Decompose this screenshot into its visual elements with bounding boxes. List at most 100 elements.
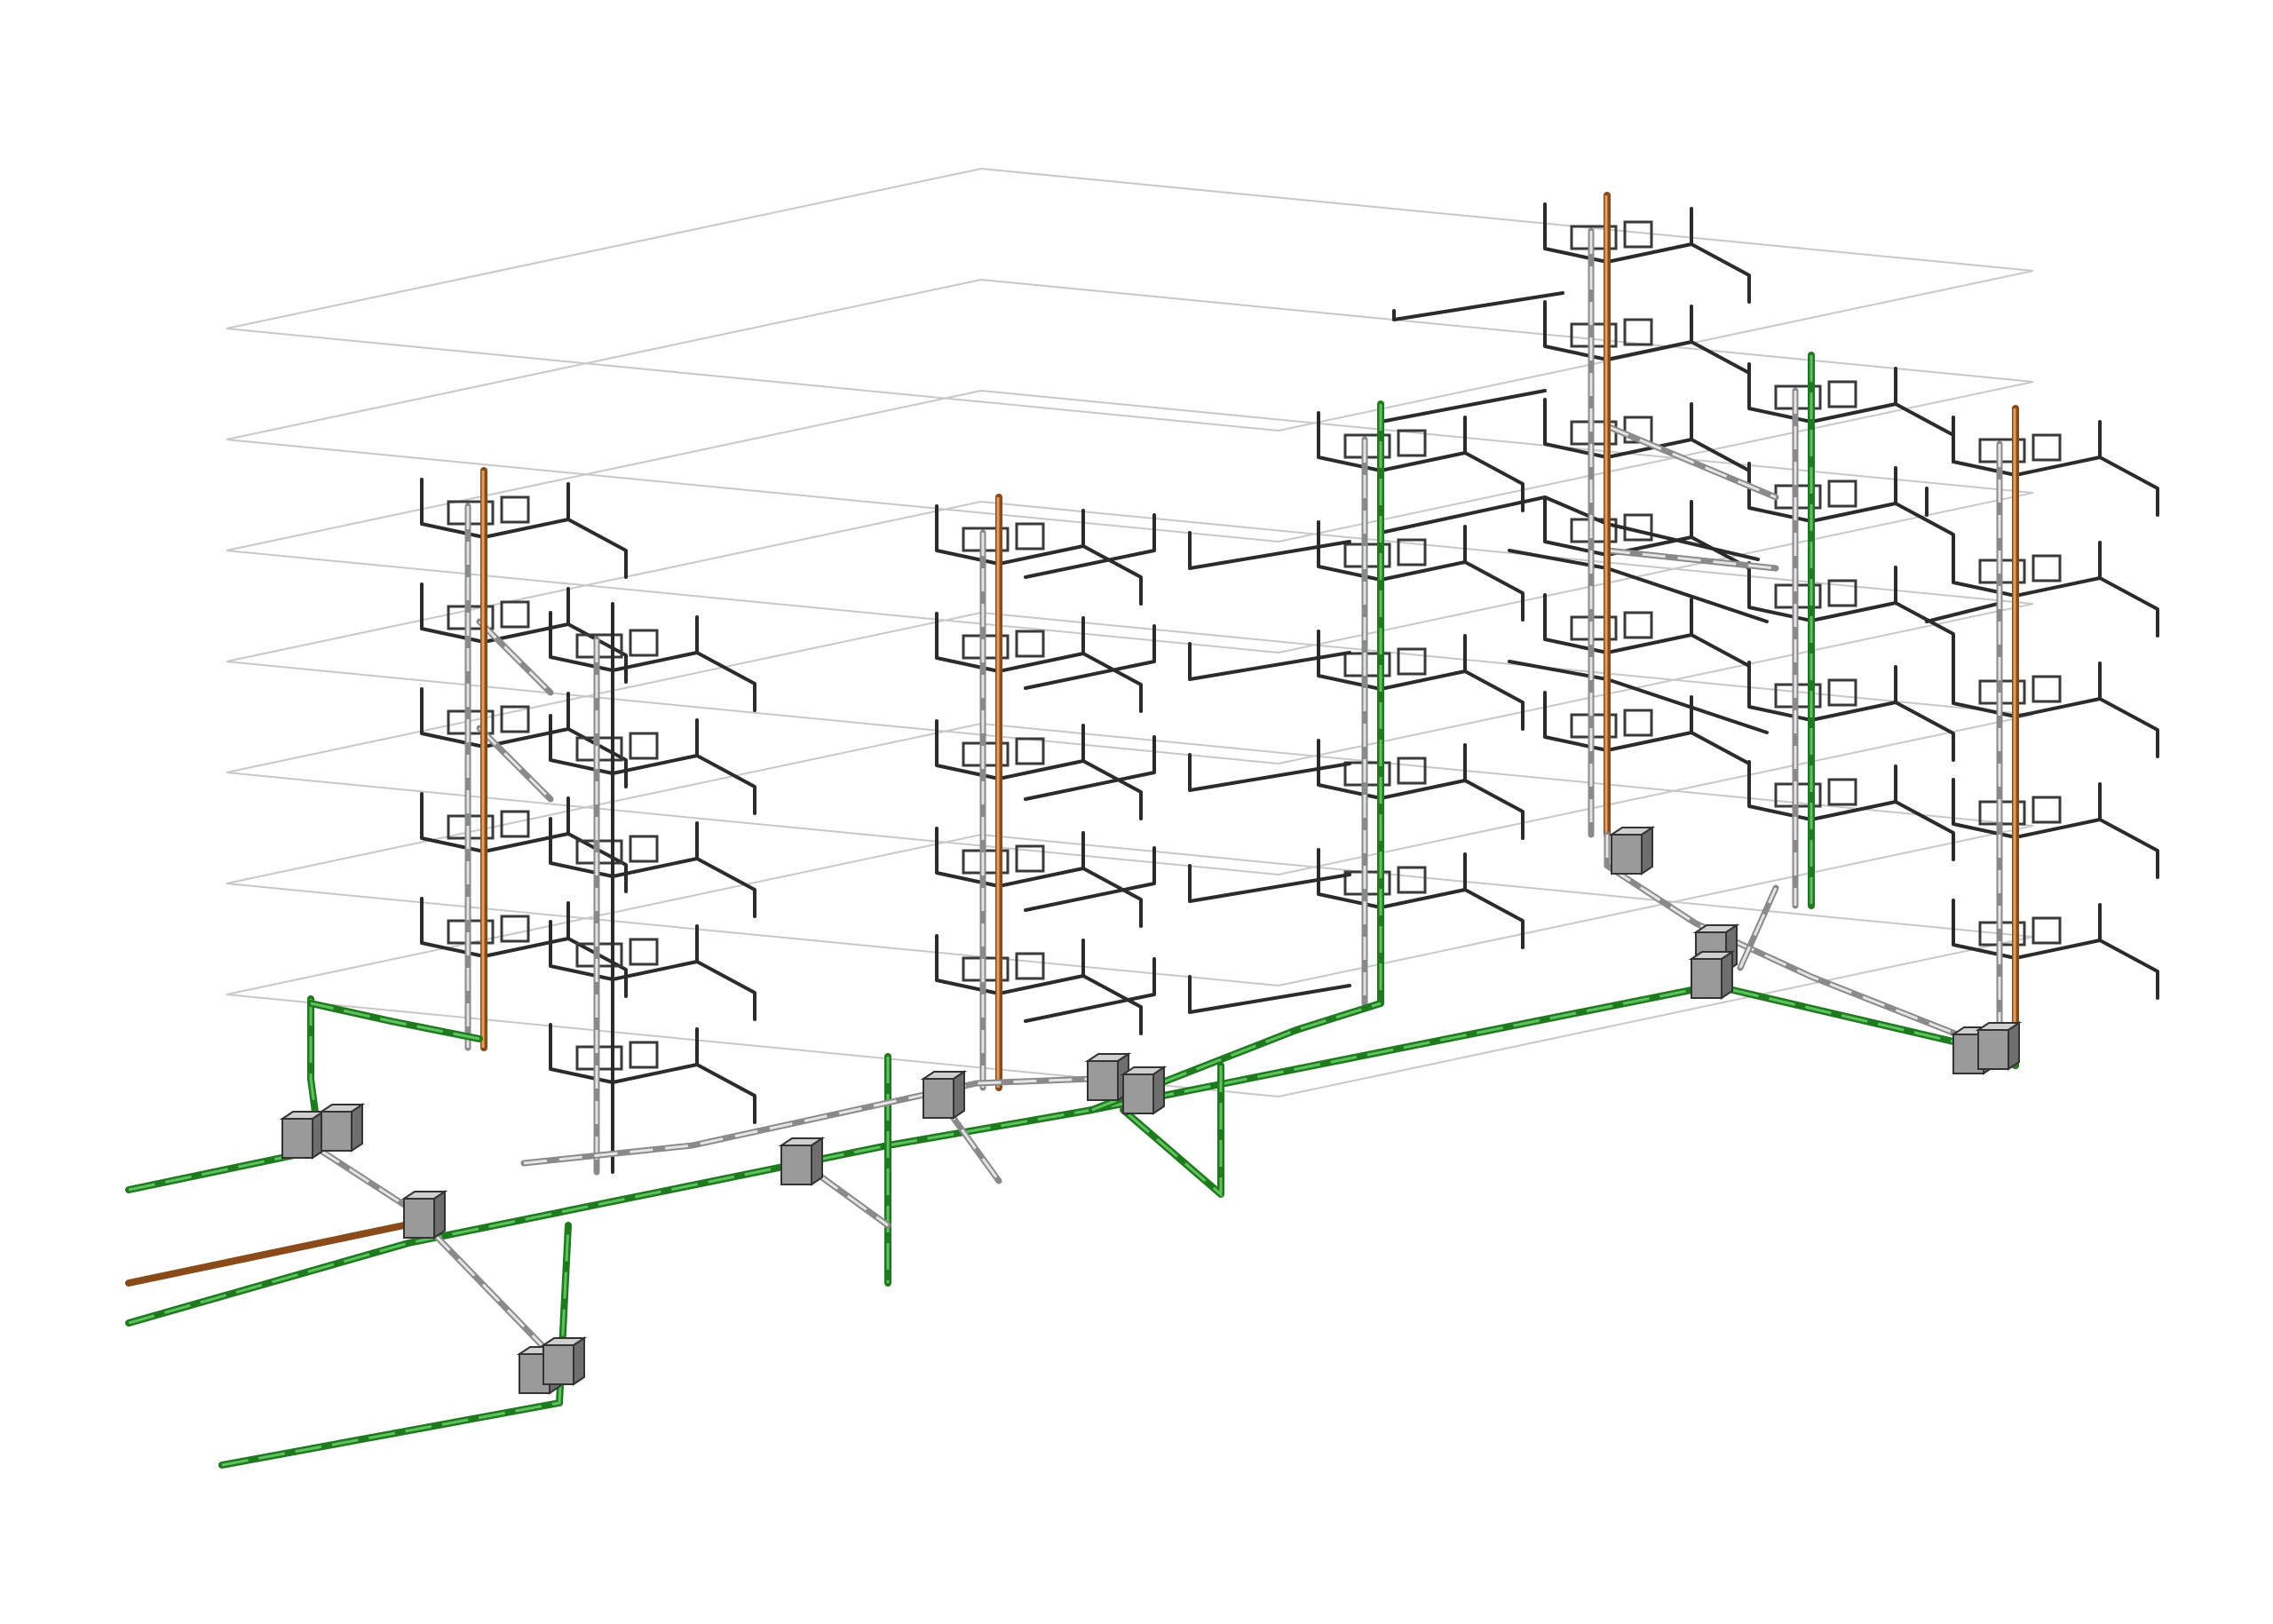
fixture-branches xyxy=(420,202,2159,1124)
box-front-face xyxy=(1122,1073,1154,1114)
branch-drop xyxy=(1081,759,1143,820)
vent-branch-highlight xyxy=(1606,549,1777,570)
branch-drop xyxy=(1690,340,1751,401)
vent-main-highlight xyxy=(319,1148,552,1356)
vent-main-highlight xyxy=(1605,835,1981,1045)
floor-slab xyxy=(226,167,2034,432)
branch-drop xyxy=(2098,456,2159,517)
inspection-boxes xyxy=(279,826,2023,1395)
branch-drop xyxy=(2098,576,2159,638)
horizontal-branch-run xyxy=(1188,642,1351,681)
vertical-risers xyxy=(464,192,2019,1176)
fixture-branch xyxy=(549,817,756,918)
floor-slabs xyxy=(226,167,2034,1098)
branch-pipe xyxy=(935,719,1085,780)
horizontal-branch-run xyxy=(1024,846,1156,912)
horizontal-branch-run xyxy=(1188,753,1351,792)
fixture-branch xyxy=(1747,362,1955,463)
fixture-branch xyxy=(935,827,1143,928)
fixture-icon xyxy=(2031,675,2062,703)
branch-drop xyxy=(1690,242,1751,304)
fixture-icon xyxy=(1015,952,1045,980)
fixture-branch xyxy=(1952,416,2159,517)
sewer-main-pipe xyxy=(218,1222,572,1469)
fixture-icon xyxy=(1827,579,1857,607)
branch-pipe xyxy=(1952,899,2102,960)
horizontal-branch-run xyxy=(1188,531,1351,570)
branch-drop xyxy=(2098,939,2159,1000)
inspection-box-icon xyxy=(1975,1021,2023,1071)
box-front-face xyxy=(1611,834,1643,875)
fixture-branch xyxy=(549,714,756,815)
fixture-icon xyxy=(1623,220,1653,249)
fixture-icon xyxy=(1015,522,1045,551)
branch-pipe xyxy=(1317,739,1467,800)
horizontal-branch-run xyxy=(1024,957,1156,1023)
branch-drop xyxy=(695,754,756,815)
fixture-icon xyxy=(1015,737,1045,765)
fixture-icon xyxy=(2031,433,2062,462)
fixture-icon xyxy=(1397,757,1427,785)
branch-pipe xyxy=(1543,593,1693,654)
branch-pipe xyxy=(549,714,699,775)
sewer-main-highlight xyxy=(221,1224,570,1467)
fixture-icon xyxy=(500,600,530,629)
branch-drop xyxy=(2098,818,2159,879)
riser-a xyxy=(464,467,487,1051)
branch-drop xyxy=(1463,560,1525,622)
fixture-branch xyxy=(1317,848,1525,949)
branch-pipe xyxy=(1952,416,2102,477)
box-side-face xyxy=(1721,950,1733,1000)
branch-drop xyxy=(1463,779,1525,840)
branch-pipe xyxy=(1747,561,1897,622)
branch-pipe xyxy=(1747,362,1897,424)
branch-pipe xyxy=(549,920,699,981)
fixture-icon xyxy=(629,629,659,657)
fixture-icon xyxy=(629,1041,659,1069)
inspection-box-icon xyxy=(1688,950,1736,1000)
branch-pipe xyxy=(1543,300,1693,361)
inspection-box-icon xyxy=(778,1137,826,1186)
fixture-icon xyxy=(1015,630,1045,658)
riser-f xyxy=(1792,352,1815,909)
fixture-icon xyxy=(629,835,659,863)
horizontal-branch-run xyxy=(1024,624,1156,690)
fixture-branch xyxy=(1952,899,2159,1000)
branch-drop xyxy=(566,832,628,893)
box-side-face xyxy=(1152,1066,1165,1115)
horizontal-branch-run xyxy=(1392,291,1564,321)
fixture-branch xyxy=(1952,778,2159,879)
fixture-icon xyxy=(1397,647,1427,676)
branch-drop xyxy=(695,1063,756,1124)
fixture-branch xyxy=(1317,739,1525,840)
horizontal-branch-run xyxy=(1508,660,1769,734)
box-front-face xyxy=(543,1344,574,1385)
branch-drop xyxy=(1894,701,1955,762)
horizontal-branch-run xyxy=(1925,602,2000,623)
fixture-branch xyxy=(549,920,756,1021)
box-side-face xyxy=(351,1103,363,1153)
box-front-face xyxy=(1691,958,1723,999)
vent-branch-highlight xyxy=(478,726,552,801)
vent-main-highlight xyxy=(1738,887,1778,969)
branch-drop xyxy=(1081,544,1143,606)
inspection-box-icon xyxy=(400,1190,448,1240)
fixture-branch xyxy=(1317,630,1525,731)
floor-slab xyxy=(226,833,2034,1098)
fixture-branch xyxy=(1952,657,2159,758)
branch-drop xyxy=(695,651,756,712)
fixture-icon xyxy=(500,495,530,524)
fixture-icon xyxy=(2031,796,2062,824)
fixture-branch xyxy=(935,612,1143,713)
box-front-face xyxy=(780,1145,812,1185)
sewer-main-highlight xyxy=(128,984,1981,1325)
box-front-face xyxy=(923,1078,954,1119)
branch-drop xyxy=(1081,867,1143,928)
horizontal-branch-run xyxy=(1024,513,1156,579)
vent-main-pipe xyxy=(316,1146,554,1358)
floor-slab xyxy=(226,278,2034,543)
branch-drop xyxy=(1081,652,1143,713)
riser-c xyxy=(979,494,1002,1091)
box-side-face xyxy=(433,1190,446,1240)
